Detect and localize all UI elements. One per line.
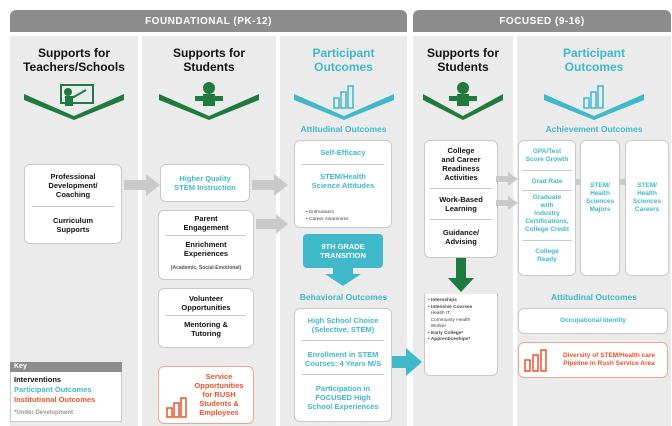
divider — [430, 188, 492, 189]
stem-instruction-box — [160, 164, 250, 202]
bar-chart-icon — [166, 397, 187, 418]
key-participant-outcomes: Participant Outcomes — [14, 385, 92, 394]
divider — [166, 235, 246, 236]
transition-arrow — [303, 234, 383, 286]
high-school-choice: High School Choice (Selective, STEM) — [307, 316, 379, 334]
attitudes-box — [294, 140, 392, 228]
focused-items-list: • Internships• Intensive Courses Health … — [428, 298, 496, 344]
enrichment-experiences: Enrichment Experiences — [183, 240, 229, 258]
divider — [522, 170, 572, 171]
curriculum-supports: Curriculum Supports — [52, 216, 93, 234]
grad-rate: Grad Rate — [531, 178, 563, 185]
arrow-right-icon — [124, 174, 160, 196]
header-students-foundational: Supports for Students — [173, 46, 245, 74]
gpa-test-score: GPA/Test Score Growth — [525, 148, 569, 163]
self-efficacy: Self-Efficacy — [320, 148, 366, 157]
key-title: Key — [10, 362, 122, 372]
divider — [522, 240, 572, 241]
professional-development: Professional Development/ Coaching — [48, 172, 98, 199]
arrow-right-icon — [496, 196, 518, 210]
achievement-outcomes-title: Achievement Outcomes — [545, 124, 643, 134]
focused-item: Worker — [428, 324, 447, 329]
guidance-advising: Guidance/ Advising — [442, 228, 480, 246]
arrow-right-icon — [496, 172, 518, 186]
ninth-grade-transition: 9TH GRADE TRANSITION — [320, 242, 366, 260]
key-institutional-outcomes: Institutional Outcomes — [14, 395, 96, 404]
growth-chart-icon-focused — [544, 85, 644, 120]
parent-engagement: Parent Engagement — [183, 214, 229, 232]
arrow-right-icon — [252, 174, 288, 196]
teacher-supports-box — [24, 164, 122, 244]
focused-item: • Apprenticeships* — [428, 337, 471, 342]
student-desk-icon — [159, 82, 259, 120]
bullet-enthusiasm: • Enthusiasm — [306, 210, 335, 215]
volunteer-box — [158, 288, 254, 348]
arrow-down-icon — [448, 258, 474, 292]
band-focused: FOCUSED (9-16) — [413, 10, 671, 32]
bar-chart-icon — [524, 349, 547, 372]
key-interventions: Interventions — [14, 375, 62, 384]
header-students-focused: Supports for Students — [427, 46, 499, 74]
divider — [32, 206, 114, 207]
college-career-readiness: College and Career Readiness Activities — [441, 146, 481, 182]
focused-participation: Participation in FOCUSED High School Exp… — [307, 384, 379, 411]
divider — [302, 340, 384, 341]
growth-chart-icon — [294, 85, 394, 120]
stem-majors: STEM/ Health Sciences Majors — [585, 182, 615, 213]
engagement-box — [158, 210, 254, 280]
stem-careers: STEM/ Health Sciences Careers — [632, 182, 662, 213]
behavioral-box — [294, 308, 392, 422]
occupational-identity: Occupational Identity — [559, 317, 627, 324]
stem-instruction: Higher Quality STEM Instruction — [174, 174, 236, 192]
mentoring-tutoring: Mentoring & Tutoring — [184, 320, 228, 338]
diversity-box — [518, 342, 668, 378]
achievement-box — [518, 140, 576, 276]
stem-attitudes: STEM/Health Science Attitudes — [311, 172, 375, 190]
volunteer-opportunities: Volunteer Opportunities — [181, 294, 231, 312]
key-note: *Under Development — [14, 410, 74, 416]
focused-item: Health IT, — [428, 311, 451, 316]
header-participant-focused: Participant Outcomes — [562, 46, 625, 74]
occupational-box — [518, 308, 668, 334]
enrollment-stem: Enrollment in STEM Courses: 4 Years M/S — [304, 350, 382, 368]
header-teachers: Supports for Teachers/Schools — [23, 46, 125, 74]
focused-item: • Intensive Courses — [428, 304, 473, 310]
bullet-career-awareness: • Career Awareness — [306, 217, 349, 222]
careers-box — [625, 140, 669, 276]
student-desk-icon-focused — [423, 82, 503, 120]
behavioral-outcomes-title: Behavioral Outcomes — [299, 292, 388, 302]
focused-item: • Internships — [428, 298, 457, 303]
college-ready: College Ready — [535, 248, 559, 263]
divider — [522, 190, 572, 191]
attitudinal-outcomes-title: Attitudinal Outcomes — [300, 124, 387, 134]
focused-items-box — [424, 294, 498, 376]
diversity-pipeline: Diversity of STEM/Health care Pipeline i… — [562, 352, 656, 367]
majors-box — [580, 140, 620, 276]
header-participant-foundational: Participant Outcomes — [312, 46, 375, 74]
work-based-learning: Work-Based Learning — [439, 195, 483, 213]
service-opportunities: Service Opportunities for RUSH Students … — [194, 372, 244, 417]
teacher-icon — [24, 84, 124, 120]
focused-item: • Early College* — [428, 330, 464, 336]
graduate-certifications: Graduate with Industry Certifications, C… — [524, 194, 570, 233]
arrow-right-icon — [256, 214, 288, 234]
key-legend — [10, 362, 122, 422]
attitudinal-outcomes-focused-title: Attitudinal Outcomes — [551, 292, 637, 302]
focused-supports-box — [424, 140, 498, 258]
band-foundational: FOUNDATIONAL (PK-12) — [10, 10, 407, 32]
arrow-right-icon — [392, 348, 422, 376]
divider — [302, 374, 384, 375]
focused-item: Community Health — [428, 317, 471, 323]
enrichment-note: (Academic, Social-Emotional) — [170, 265, 242, 271]
divider — [166, 315, 246, 316]
divider — [430, 219, 492, 220]
divider — [302, 164, 384, 165]
